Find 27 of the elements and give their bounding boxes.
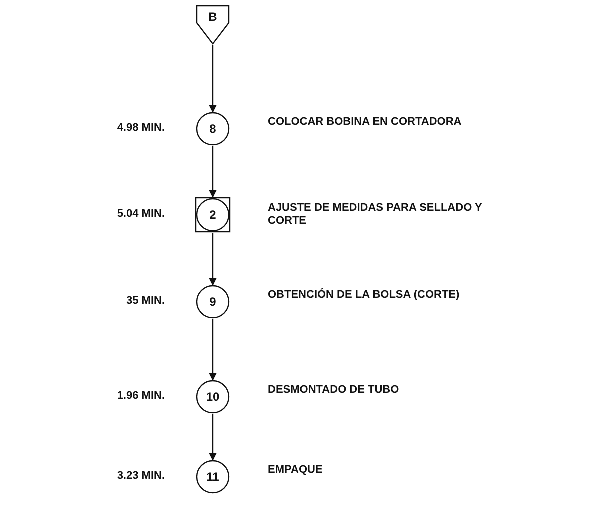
step-description: COLOCAR BOBINA EN CORTADORA [268,116,463,129]
operation-circle [196,380,230,414]
duration-label: 5.04 MIN. [116,208,165,220]
arrow [209,146,217,198]
step-description: AJUSTE DE MEDIDAS PARA SELLADO Y CORTE [268,202,484,228]
combined-operation-inspection-symbol [195,197,231,233]
step-number: 9 [208,295,218,309]
step-description: DESMONTADO DE TUBO [268,384,400,397]
duration-label: 3.23 MIN. [116,470,165,482]
arrow [209,233,217,286]
step-number: 11 [206,470,220,484]
step-description: OBTENCIÓN DE LA BOLSA (CORTE) [268,289,461,302]
step-description: EMPAQUE [268,464,324,477]
arrow [209,45,217,113]
step-number: 8 [208,122,218,136]
operation-circle [196,460,230,494]
off-page-connector [196,5,230,45]
operation-circle [196,112,230,146]
duration-label: 1.96 MIN. [116,390,165,402]
connector-letter: B [208,10,218,24]
arrow [209,414,217,461]
arrow [209,319,217,381]
duration-label: 4.98 MIN. [116,122,165,134]
step-number: 2 [208,208,218,222]
step-number: 10 [205,390,221,404]
duration-label: 35 MIN. [125,295,165,307]
operation-circle [196,285,230,319]
